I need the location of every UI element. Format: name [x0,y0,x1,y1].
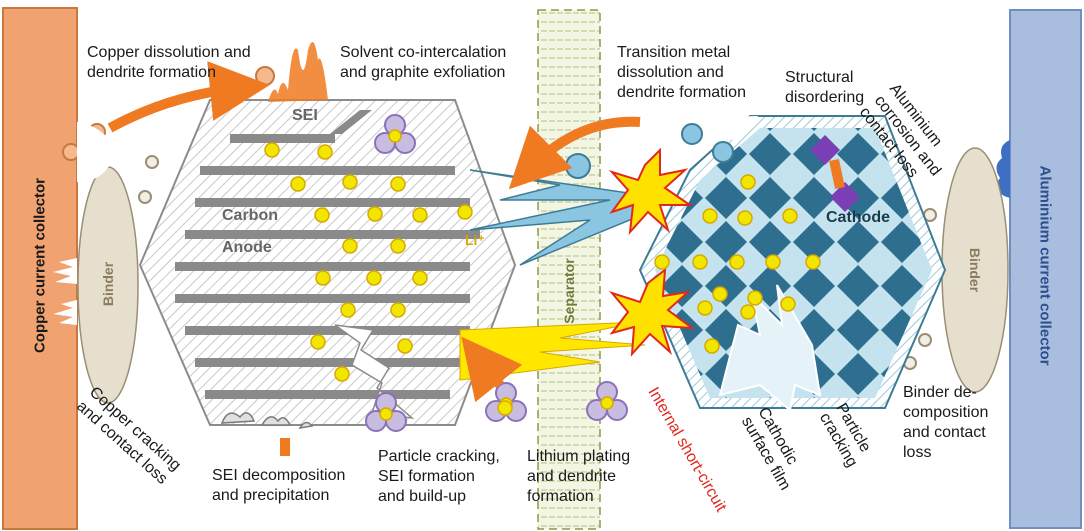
graphite-layer [195,358,460,367]
lithium-ion [397,338,413,354]
lithium-ion [340,302,356,318]
lithium-ion [290,176,306,192]
lithium-ion [805,254,821,270]
lithium-ion [390,302,406,318]
sei-decomposition-label: SEI decomposition and precipitation [212,467,346,504]
solvent-cluster [365,392,407,432]
copper-current-collector [2,7,78,530]
lithium-ion [497,400,513,416]
copper-dendrite [268,42,328,102]
arrows [107,61,845,456]
graphite-layer [175,262,470,271]
lithium-ion [747,290,763,306]
separator-label: Separator [561,258,577,324]
lithium-ion [780,296,796,312]
lithium-plating-label: Lithium plating and dendrite formation [527,448,631,505]
particle-cracking-sei-label: Particle cracking, SEI formation and bui… [378,448,500,505]
lithium-ion [654,254,670,270]
graphite-layer [175,294,470,303]
graphite-layer [200,166,455,175]
lithium-ion [740,304,756,320]
carbon-label: Carbon [222,207,278,224]
cathode-label: Cathode [826,209,890,226]
graphite-layer [195,198,470,207]
graphite-layer [230,134,335,143]
short-circuit-sparks [608,147,696,357]
graphite-layer [205,390,450,399]
lithium-ion [264,142,280,158]
lithium-ion [702,208,718,224]
sei-label: SEI [292,107,318,124]
solvent-cluster [586,381,628,421]
lithium-ion [342,174,358,190]
graphite-layer [185,326,470,335]
anode-label: Anode [222,239,272,256]
structural-disorder-diamonds [810,135,860,212]
anode-particle [138,99,517,430]
lithium-ion [765,254,781,270]
lithium-ion [366,270,382,286]
lithium-ion [457,204,473,220]
lithium-ion [737,210,753,226]
lithium-ion [729,254,745,270]
lithium-ion [315,270,331,286]
lithium-ion [367,206,383,222]
li-ion-label: Li⁺ [465,232,485,248]
lithium-ion [740,174,756,190]
structural-disordering-label: Structural disordering [785,69,865,106]
copper-dissolution-label: Copper dissolution and dendrite formatio… [87,44,251,81]
lithium-ion [310,334,326,350]
lithium-ion [712,286,728,302]
graphite-layer [185,230,480,239]
aluminium-current-collector [996,9,1082,529]
transition-metal-label: Transition metal dissolution and dendrit… [617,44,746,101]
lithium-ions [264,142,821,416]
cathode-particle [638,115,947,412]
lithium-ion [697,300,713,316]
binder-particles [138,155,937,370]
lithium-ion [317,144,333,160]
lithium-ion [314,207,330,223]
solvent-cluster [374,114,416,154]
lithium-ion [412,207,428,223]
lithium-ion [782,208,798,224]
lithium-ion [390,238,406,254]
lithium-ion [334,366,350,382]
lithium-ion [704,338,720,354]
lithium-ion [412,270,428,286]
lithium-ion [342,238,358,254]
separator-shape [537,9,601,530]
copper-collector-label: Copper current collector [31,177,49,354]
binder-decomposition-label: Binder de- composition and contact loss [903,384,989,461]
binder-right-label: Binder [967,247,983,293]
solvent-cointercalation-label: Solvent co-intercalation and graphite ex… [340,44,507,81]
lithium-ion [390,176,406,192]
lithium-ion [692,254,708,270]
aluminium-collector-label: Aluminium current collector [1036,165,1054,366]
binder-left-label: Binder [100,261,116,307]
